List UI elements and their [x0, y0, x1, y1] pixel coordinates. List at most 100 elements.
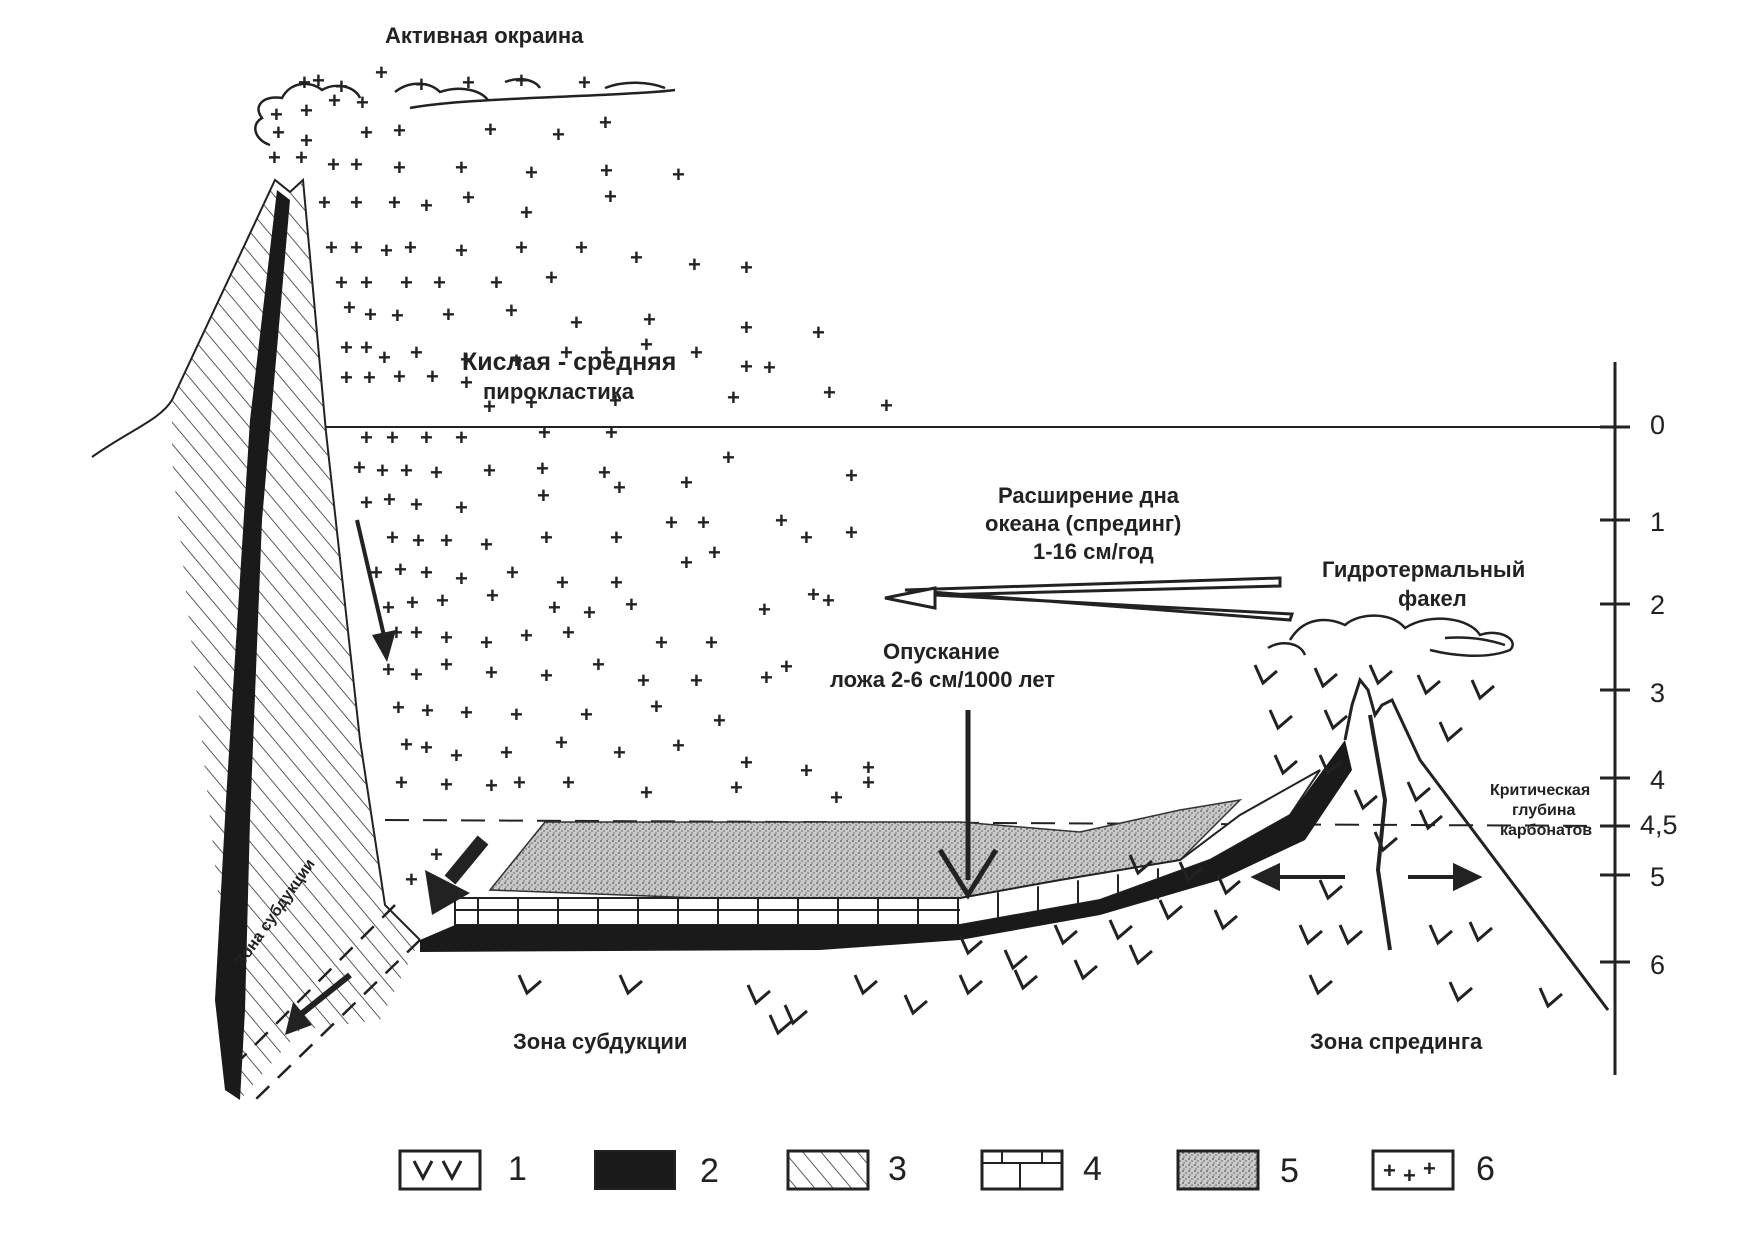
plus-mark: + — [404, 235, 417, 260]
plus-mark: + — [556, 570, 569, 595]
plus-mark: + — [697, 510, 710, 535]
plus-mark: + — [552, 122, 565, 147]
depth-tick-4: 4 — [1650, 765, 1666, 795]
plus-mark: + — [520, 200, 533, 225]
plus-mark: + — [383, 487, 396, 512]
basalt-v-mark — [1406, 781, 1431, 803]
basalt-v-mark — [1213, 909, 1238, 931]
plus-pyroclastic-icon: + + + — [1371, 1149, 1455, 1191]
plus-mark: + — [420, 425, 433, 450]
plus-mark: + — [436, 588, 449, 613]
plus-mark: + — [575, 235, 588, 260]
subduction-arrow — [285, 972, 352, 1035]
plus-mark: + — [382, 595, 395, 620]
plus-mark: + — [433, 270, 446, 295]
plus-mark: + — [430, 842, 443, 867]
plus-mark: + — [343, 295, 356, 320]
plus-mark: + — [613, 475, 626, 500]
basalt-v-mark — [1298, 924, 1323, 946]
plus-mark: + — [862, 770, 875, 795]
depth-tick-4-5: 4,5 — [1640, 810, 1678, 840]
label-pyroclastics-2: пирокластика — [483, 379, 634, 404]
label-spreading-1: Расширение дна — [998, 483, 1180, 508]
plus-mark: + — [426, 364, 439, 389]
label-ccd-2: глубина — [1512, 802, 1576, 819]
plus-mark: + — [462, 185, 475, 210]
basalt-v-mark — [1538, 987, 1563, 1009]
plus-mark: + — [335, 74, 348, 99]
descent-arrow — [355, 519, 396, 662]
basalt-v-mark — [1323, 709, 1348, 731]
plus-mark: + — [420, 560, 433, 585]
basalt-v-mark — [1128, 944, 1153, 966]
plus-mark: + — [680, 470, 693, 495]
basalt-v-mark — [1470, 679, 1495, 701]
plus-mark: + — [400, 270, 413, 295]
depth-tick-5: 5 — [1650, 862, 1666, 892]
depth-tick-0: 0 — [1650, 410, 1666, 440]
plus-mark: + — [486, 583, 499, 608]
plus-mark: + — [318, 190, 331, 215]
label-subduction-zone: Зона субдукции — [513, 1029, 688, 1054]
pyroclastic-plus-field: ++++++++++++++++++++++++++++++++++++++++… — [268, 60, 893, 892]
plus-mark: + — [462, 70, 475, 95]
plus-mark: + — [410, 340, 423, 365]
plus-mark: + — [800, 758, 813, 783]
label-spreading-zone: Зона спрединга — [1310, 1029, 1483, 1054]
basalt-v-icon — [398, 1149, 482, 1191]
plus-mark: + — [328, 88, 341, 113]
plus-mark: + — [460, 347, 473, 372]
label-ccd-1: Критическая — [1490, 782, 1591, 799]
plus-mark: + — [393, 118, 406, 143]
plus-mark: + — [350, 152, 363, 177]
plus-mark: + — [480, 532, 493, 557]
plus-mark: + — [455, 495, 468, 520]
legend-num-3: 3 — [888, 1150, 907, 1188]
plus-mark: + — [505, 298, 518, 323]
basalt-v-mark — [853, 974, 878, 996]
plus-mark: + — [340, 335, 353, 360]
label-subsidence-2: ложа 2-6 см/1000 лет — [830, 667, 1056, 692]
black-oceanic-crust — [420, 740, 1352, 952]
plus-mark: + — [410, 492, 423, 517]
plus-mark: + — [610, 570, 623, 595]
ccd-line — [384, 819, 1616, 827]
plus-mark: + — [730, 775, 743, 800]
plus-mark: + — [386, 525, 399, 550]
plus-mark: + — [540, 525, 553, 550]
plus-mark: + — [356, 90, 369, 115]
plus-mark: + — [862, 755, 875, 780]
depth-tick-6: 6 — [1650, 950, 1666, 980]
plus-mark: + — [540, 663, 553, 688]
plus-mark: + — [460, 700, 473, 725]
plus-mark: + — [800, 525, 813, 550]
plus-mark: + — [392, 695, 405, 720]
basalt-v-mark — [618, 974, 643, 996]
plus-mark: + — [515, 235, 528, 260]
basalt-v-mark — [1416, 674, 1441, 696]
plus-mark: + — [485, 773, 498, 798]
depth-ticks — [1600, 425, 1630, 964]
label-subsidence-1: Опускание — [883, 639, 1000, 664]
plus-mark: + — [450, 743, 463, 768]
plus-mark: + — [570, 310, 583, 335]
plus-mark: + — [740, 354, 753, 379]
plus-mark: + — [455, 425, 468, 450]
plus-mark: + — [598, 460, 611, 485]
plus-mark: + — [300, 98, 313, 123]
plus-mark: + — [592, 652, 605, 677]
depth-tick-3: 3 — [1650, 678, 1666, 708]
plus-mark: + — [763, 355, 776, 380]
legend-num-5: 5 — [1280, 1152, 1299, 1190]
plus-mark: + — [350, 235, 363, 260]
plus-mark: + — [510, 348, 523, 373]
plus-mark: + — [455, 566, 468, 591]
plus-mark: + — [375, 60, 388, 85]
basalt-v-mark — [1438, 721, 1463, 743]
svg-text:+: + — [1423, 1156, 1436, 1181]
label-hydrothermal-2: факел — [1398, 586, 1467, 611]
plus-mark: + — [360, 270, 373, 295]
plus-mark: + — [440, 528, 453, 553]
plus-mark: + — [325, 235, 338, 260]
